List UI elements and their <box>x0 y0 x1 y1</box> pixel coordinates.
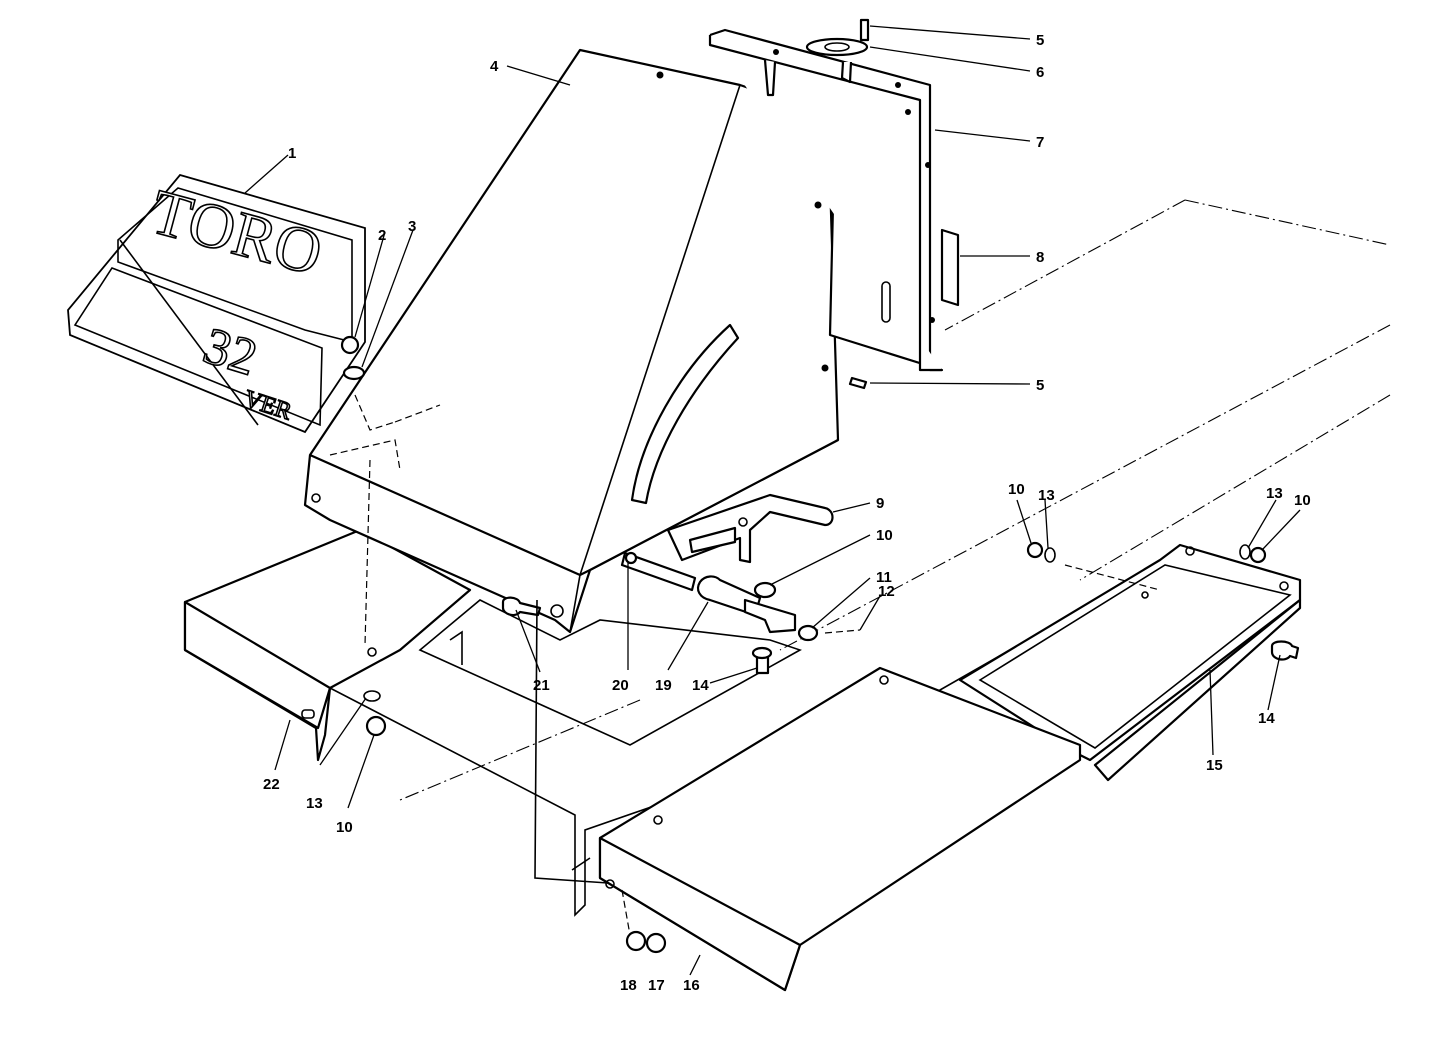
part-22-left-plate <box>183 528 472 762</box>
callout-9: 9 <box>876 495 884 512</box>
part-17-nut <box>645 932 667 954</box>
part-4-control-cover <box>303 48 840 634</box>
callout-3: 3 <box>408 218 416 235</box>
callout-14-pivot: 14 <box>692 677 709 694</box>
part-5-screw-side <box>848 376 868 390</box>
pivot-assembly <box>501 493 834 675</box>
callout-14-right: 14 <box>1258 710 1275 727</box>
part-5-screw-top <box>859 18 870 42</box>
callout-2: 2 <box>378 227 386 244</box>
part-10-nut-a <box>753 581 777 599</box>
part-15-right-panel <box>958 543 1302 782</box>
centerlines <box>399 199 1391 801</box>
callout-5-top: 5 <box>1036 32 1044 49</box>
part-11-washer <box>797 624 819 642</box>
part-10-nut-b <box>1026 541 1044 559</box>
part-13-washer-c <box>363 690 381 702</box>
part-16-lower-cover <box>534 599 1082 992</box>
part-3-nut <box>342 365 366 381</box>
callout-13-mid: 13 <box>1038 487 1055 504</box>
part-14-bolt-b <box>1270 640 1300 661</box>
part-1-decal: TORO 32 VER <box>67 173 366 434</box>
part-18-washer <box>625 930 647 952</box>
part-10-nut-c <box>1249 546 1267 564</box>
callout-19: 19 <box>655 677 672 694</box>
callout-18: 18 <box>620 977 637 994</box>
callout-1: 1 <box>288 145 296 162</box>
part-20-rod <box>620 551 697 592</box>
part-10-nut-d <box>365 715 387 737</box>
callout-17: 17 <box>648 977 665 994</box>
callout-20: 20 <box>612 677 629 694</box>
part-21-bolt <box>501 596 542 617</box>
callout-11: 11 <box>876 569 892 586</box>
leader-lines <box>244 25 1301 976</box>
callout-4: 4 <box>490 58 499 75</box>
part-8-small-plate <box>940 228 960 307</box>
callout-13-left: 13 <box>306 795 323 812</box>
hardware-top <box>805 18 870 390</box>
hardware-lower <box>363 541 1267 954</box>
callout-15: 15 <box>1206 757 1223 774</box>
callout-8: 8 <box>1036 249 1044 266</box>
callout-7: 7 <box>1036 134 1044 151</box>
hardware-decal <box>329 335 441 646</box>
callout-12: 12 <box>878 583 895 600</box>
callout-22: 22 <box>263 776 280 793</box>
callout-10-pivot: 10 <box>876 527 893 544</box>
callout-16: 16 <box>683 977 700 994</box>
callout-10-left: 10 <box>336 819 353 836</box>
callout-10-right: 10 <box>1294 492 1311 509</box>
part-13-washer-a <box>1044 547 1056 563</box>
callout-21: 21 <box>533 677 550 694</box>
callout-10-mid: 10 <box>1008 481 1025 498</box>
callout-13-right: 13 <box>1266 485 1283 502</box>
part-13-washer-b <box>1239 544 1251 560</box>
callout-labels: 1 2 3 4 5 6 7 8 5 9 10 11 12 10 13 13 10… <box>263 32 1311 994</box>
part-2-screw <box>340 335 360 355</box>
callout-6: 6 <box>1036 64 1044 81</box>
plate-slot <box>301 709 315 719</box>
part-6-washer <box>805 37 869 57</box>
callout-5-side: 5 <box>1036 377 1044 394</box>
part-7-rear-bracket <box>708 28 944 372</box>
